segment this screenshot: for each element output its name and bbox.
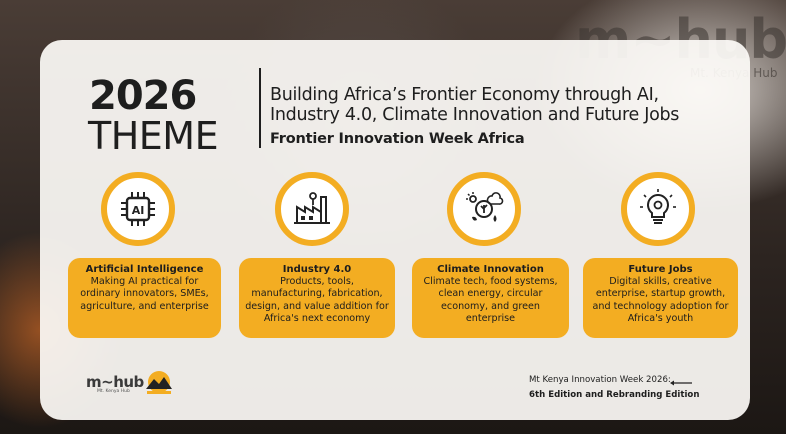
pillar-title: Climate Innovation	[437, 264, 544, 275]
headline-line-2: Industry 4.0, Climate Innovation and Fut…	[270, 105, 680, 125]
mhub-logo: m~hub	[86, 373, 144, 391]
arrow-left-icon	[670, 380, 692, 386]
pillar-description: Climate tech, food systems, clean energy…	[423, 276, 558, 325]
ai-chip-icon: AI	[101, 172, 175, 246]
vertical-divider	[259, 68, 261, 148]
pillar-description: Making AI practical for ordinary innovat…	[80, 276, 209, 312]
pillar-title: Industry 4.0	[282, 264, 352, 275]
pillar-title: Artificial Intelligence	[85, 264, 204, 275]
pillar-climate: Climate Innovation Climate tech, food sy…	[412, 258, 569, 338]
headline-line-1: Building Africa’s Frontier Economy throu…	[270, 85, 659, 105]
factory-icon	[275, 172, 349, 246]
pillar-title: Future Jobs	[628, 264, 693, 275]
footer-edition-line1: Mt Kenya Innovation Week 2026:	[529, 375, 671, 385]
lightbulb-gear-icon	[621, 172, 695, 246]
footer-edition-line2: 6th Edition and Rebranding Edition	[529, 390, 700, 400]
svg-text:AI: AI	[132, 204, 145, 217]
pillar-jobs: Future Jobs Digital skills, creative ent…	[583, 258, 738, 338]
theme-headline: Building Africa’s Frontier Economy throu…	[270, 85, 710, 125]
pillar-description: Products, tools, manufacturing, fabricat…	[245, 276, 389, 325]
fiwa-logo-icon	[146, 371, 172, 394]
theme-word: THEME	[88, 114, 219, 158]
event-name: Frontier Innovation Week Africa	[270, 131, 525, 147]
theme-year: 2026	[89, 73, 197, 119]
pillar-industry: Industry 4.0 Products, tools, manufactur…	[239, 258, 395, 338]
mhub-logo-sub: Mt. Kenya Hub	[97, 389, 130, 394]
pillar-ai: Artificial Intelligence Making AI practi…	[68, 258, 221, 338]
pillar-description: Digital skills, creative enterprise, sta…	[592, 276, 729, 325]
climate-icon	[447, 172, 521, 246]
